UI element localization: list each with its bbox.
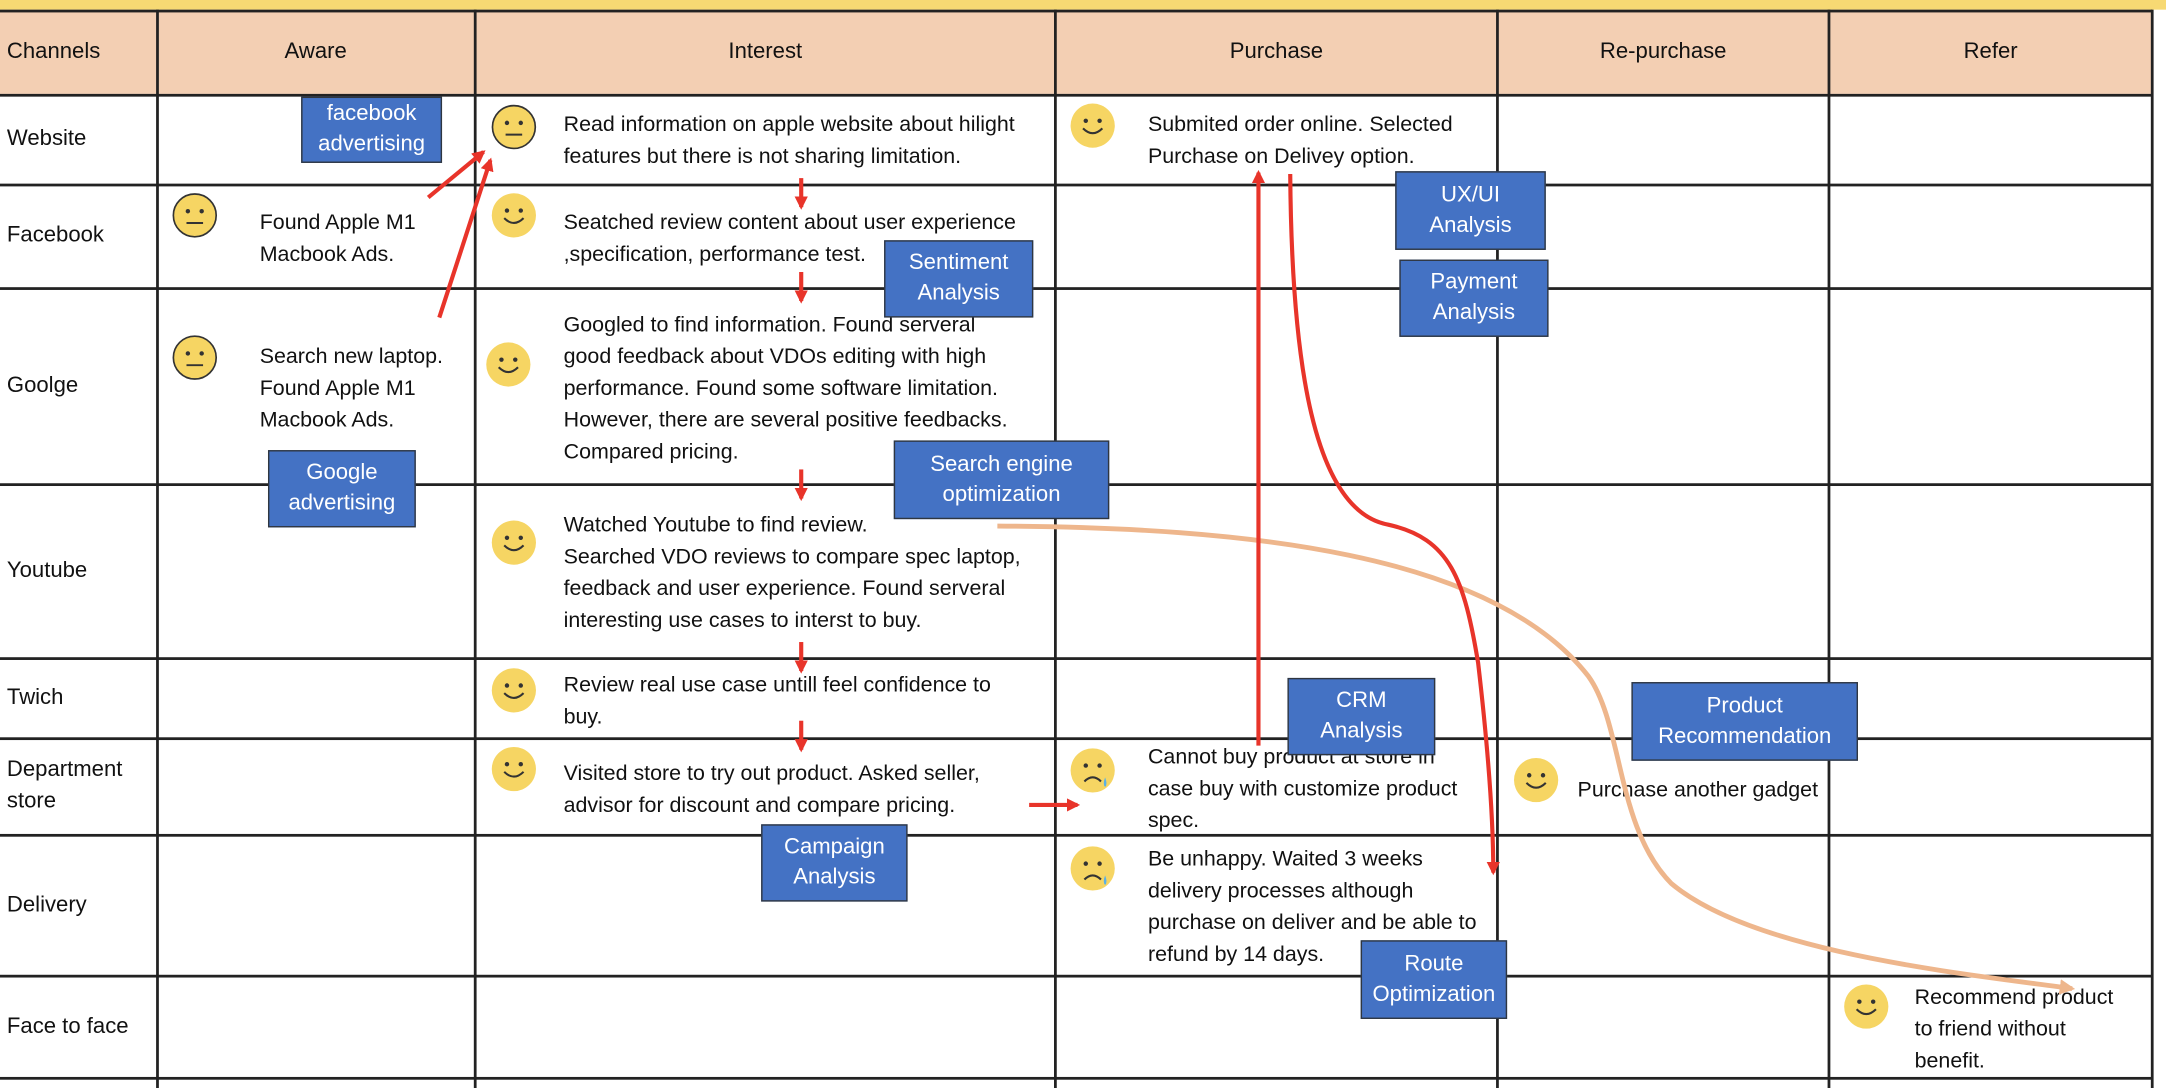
- row-label-department-store: Department store: [6, 758, 123, 814]
- neutral-face-icon: [172, 193, 218, 238]
- payment-analysis-box: Payment Analysis: [1399, 259, 1549, 337]
- route-optimization-box: Route Optimization: [1360, 940, 1508, 1019]
- smiling-face-icon: [491, 668, 536, 713]
- grid-line: [0, 287, 2153, 290]
- website-interest-text: Read information on apple website about …: [563, 113, 1015, 169]
- smiling-face-icon: [491, 746, 536, 792]
- header-interest: Interest: [728, 39, 803, 63]
- smiling-face-icon: [491, 520, 536, 565]
- google-aware-text: Search new laptop. Found Apple M1 Macboo…: [259, 345, 444, 433]
- header-refer: Refer: [1963, 39, 2018, 63]
- smiling-face-icon: [491, 193, 536, 238]
- department-repurchase-text: Purchase another gadget: [1577, 778, 1819, 803]
- grid-line: [0, 183, 2153, 186]
- header-channels: Channels: [6, 39, 101, 63]
- grid-line: [156, 9, 159, 1088]
- sad-tear-face-icon: [1070, 846, 1115, 891]
- sentiment-analysis-box: Sentiment Analysis: [884, 240, 1034, 318]
- facebook-aware-text: Found Apple M1 Macbook Ads.: [259, 211, 416, 267]
- google-advertising-box: Google advertising: [267, 450, 416, 528]
- neutral-face-icon: [172, 335, 218, 380]
- row-label-google: Goolge: [6, 373, 79, 397]
- grid-line: [1827, 9, 1830, 1088]
- header-purchase: Purchase: [1229, 39, 1324, 63]
- facebook-interest-text: Seatched review content about user exper…: [563, 211, 1016, 267]
- twitch-interest-text: Review real use case untill feel confide…: [563, 673, 991, 730]
- department-purchase-text: Cannot buy product at store in case buy …: [1147, 745, 1458, 833]
- row-label-website: Website: [6, 127, 87, 151]
- row-label-youtube: Youtube: [6, 558, 88, 582]
- grid-line: [0, 974, 2153, 977]
- header-row: [0, 9, 2153, 94]
- neutral-face-icon: [491, 104, 537, 150]
- sad-tear-face-icon: [1070, 748, 1115, 793]
- youtube-interest-text: Watched Youtube to find review. Searched…: [563, 513, 1021, 633]
- crm-analysis-box: CRM Analysis: [1287, 677, 1436, 756]
- header-repurchase: Re-purchase: [1599, 39, 1727, 63]
- grid-line: [1054, 9, 1057, 1088]
- smiling-face-icon: [486, 342, 531, 387]
- campaign-analysis-box: Campaign Analysis: [761, 824, 908, 902]
- smiling-face-icon: [1514, 758, 1559, 803]
- facebook-advertising-box: facebook advertising: [301, 96, 443, 163]
- grid-line: [0, 1076, 2153, 1080]
- smiling-face-icon: [1070, 103, 1115, 148]
- top-border-strip: [0, 0, 2166, 10]
- product-recommendation-box: Product Recommendation: [1631, 682, 1858, 761]
- grid-line: [0, 93, 2153, 96]
- row-label-face-to-face: Face to face: [6, 1014, 129, 1038]
- grid-line: [473, 9, 476, 1088]
- department-interest-text: Visited store to try out product. Asked …: [563, 762, 980, 818]
- row-label-delivery: Delivery: [6, 892, 87, 917]
- grid-line: [0, 657, 2153, 660]
- grid-line: [0, 833, 2153, 837]
- row-label-twitch: Twich: [6, 685, 64, 709]
- search-engine-optimization-box: Search engine optimization: [893, 440, 1110, 520]
- face-refer-text: Recommend product to friend without bene…: [1914, 985, 2114, 1073]
- header-aware: Aware: [284, 39, 347, 63]
- grid-line: [0, 9, 2153, 12]
- smiling-face-icon: [1844, 984, 1889, 1029]
- grid-line: [2150, 9, 2153, 1088]
- website-purchase-text: Submited order online. Selected Purchase…: [1147, 113, 1453, 169]
- google-interest-text: Googled to find information. Found serve…: [563, 313, 1008, 464]
- uxui-analysis-box: UX/UI Analysis: [1395, 171, 1546, 250]
- row-label-facebook: Facebook: [6, 223, 104, 248]
